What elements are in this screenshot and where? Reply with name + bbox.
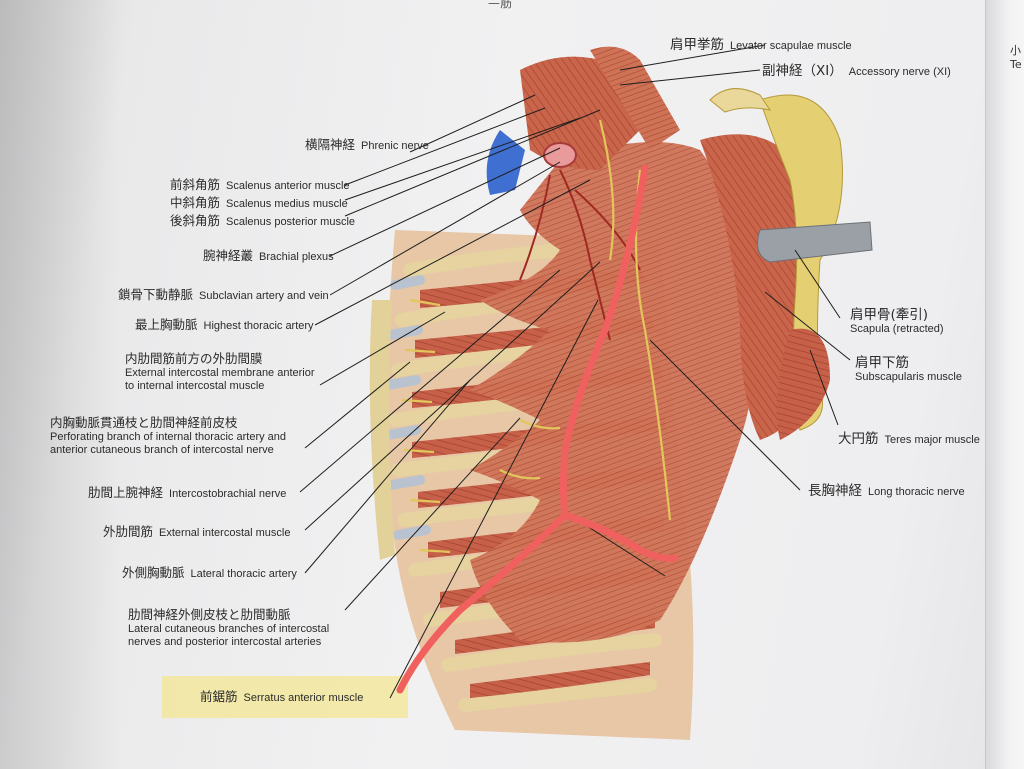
label-jp: 副神経（XI）: [762, 63, 843, 79]
label-jp: 肩甲挙筋: [670, 37, 724, 53]
label-en: Brachial plexus: [259, 251, 334, 263]
label-en: Subclavian artery and vein: [199, 290, 329, 302]
label-scalenus-anterior: 前斜角筋 Scalenus anterior muscle: [170, 178, 350, 193]
label-en: Serratus anterior muscle: [243, 692, 364, 704]
label-external-intercostal-muscle: 外肋間筋 External intercostal muscle: [103, 525, 290, 540]
facing-page-text: 小 Te: [1010, 44, 1022, 72]
label-jp: 鎖骨下動静脈: [118, 287, 194, 302]
label-en: Perforating branch of internal thoracic …: [50, 431, 287, 456]
label-teres-major: 大円筋 Teres major muscle: [838, 432, 980, 447]
label-en: Scalenus anterior muscle: [226, 180, 350, 192]
label-en: Lateral cutaneous branches of intercosta…: [128, 623, 330, 648]
label-en: External intercostal muscle: [159, 527, 291, 539]
label-jp: 肋間神経外側皮枝と肋間動脈: [128, 607, 291, 622]
label-scalenus-medius: 中斜角筋 Scalenus medius muscle: [170, 196, 348, 211]
subscapularis-region: [700, 88, 873, 441]
label-jp: 大円筋: [838, 431, 879, 447]
label-jp: 肩甲下筋: [855, 355, 909, 371]
leader-lines: [299, 44, 851, 699]
label-lateral-thoracic-artery: 外側胸動脈 Lateral thoracic artery: [122, 566, 297, 581]
label-en: Subscapularis muscle: [855, 371, 962, 383]
label-scalenus-posterior: 後斜角筋 Scalenus posterior muscle: [170, 214, 355, 229]
page-shadow-left: [0, 0, 120, 769]
label-serratus-anterior: 前鋸筋 Serratus anterior muscle: [200, 690, 363, 705]
pen-annotation: [396, 164, 679, 694]
label-scapula-retracted: 肩甲骨(牽引)Scapula (retracted): [850, 308, 970, 336]
label-brachial-plexus: 腕神経叢 Brachial plexus: [203, 249, 334, 264]
label-jp: 最上胸動脈: [135, 317, 198, 332]
scalene-muscles: [520, 46, 680, 170]
label-jp: 外側胸動脈: [122, 565, 185, 580]
label-long-thoracic-nerve: 長胸神経 Long thoracic nerve: [808, 484, 965, 499]
label-en: Accessory nerve (XI): [848, 66, 951, 78]
label-en: Long thoracic nerve: [868, 486, 965, 498]
label-highest-thoracic-artery: 最上胸動脈 Highest thoracic artery: [135, 318, 314, 333]
label-en: Scalenus medius muscle: [226, 198, 348, 210]
label-jp: 前鋸筋: [200, 689, 238, 704]
label-jp: 肋間上腕神経: [88, 485, 164, 500]
label-jp: 腕神経叢: [203, 248, 254, 263]
label-en: External intercostal membrane anterior t…: [125, 367, 315, 392]
facing-page-edge: [985, 0, 1024, 769]
label-en: Teres major muscle: [884, 434, 980, 446]
label-jp: 長胸神経: [808, 483, 862, 499]
serratus-anterior-muscle: [470, 142, 770, 643]
scapula-bone: [759, 94, 843, 431]
label-jp: 中斜角筋: [170, 195, 221, 210]
facing-page-text-en: Te: [1010, 58, 1022, 71]
label-levator-scapulae: 肩甲挙筋 Levator scapulae muscle: [670, 38, 852, 53]
facing-page-text-jp: 小: [1010, 44, 1021, 57]
page-heading-fragment: —筋: [488, 0, 513, 10]
label-en: Scalenus posterior muscle: [226, 216, 356, 228]
teres-major-muscle: [776, 328, 830, 440]
label-jp: 横隔神経: [305, 137, 356, 152]
retractor-instrument: [757, 221, 873, 263]
label-jp: 後斜角筋: [170, 213, 221, 228]
label-en: Levator scapulae muscle: [730, 40, 852, 52]
label-en: Lateral thoracic artery: [190, 568, 297, 580]
label-en: Intercostobrachial nerve: [169, 488, 287, 500]
label-jp: 外肋間筋: [103, 524, 154, 539]
label-en: Phrenic nerve: [361, 140, 429, 152]
label-jp: 前斜角筋: [170, 177, 221, 192]
label-accessory-nerve: 副神経（XI） Accessory nerve (XI): [762, 64, 951, 79]
label-phrenic-nerve: 横隔神経 Phrenic nerve: [305, 138, 429, 153]
highlighter-mark: [162, 676, 408, 718]
label-en: Highest thoracic artery: [203, 320, 314, 332]
label-intercostobrachial-nerve: 肋間上腕神経 Intercostobrachial nerve: [88, 486, 286, 501]
label-jp: 内肋間筋前方の外肋間膜: [125, 351, 263, 366]
label-jp: 内胸動脈貫通枝と肋間神経前皮枝: [50, 415, 238, 430]
label-subclavian-vessels: 鎖骨下動静脈 Subclavian artery and vein: [118, 288, 329, 303]
label-en: Scapula (retracted): [850, 323, 944, 335]
label-jp: 肩甲骨(牽引): [850, 307, 929, 323]
